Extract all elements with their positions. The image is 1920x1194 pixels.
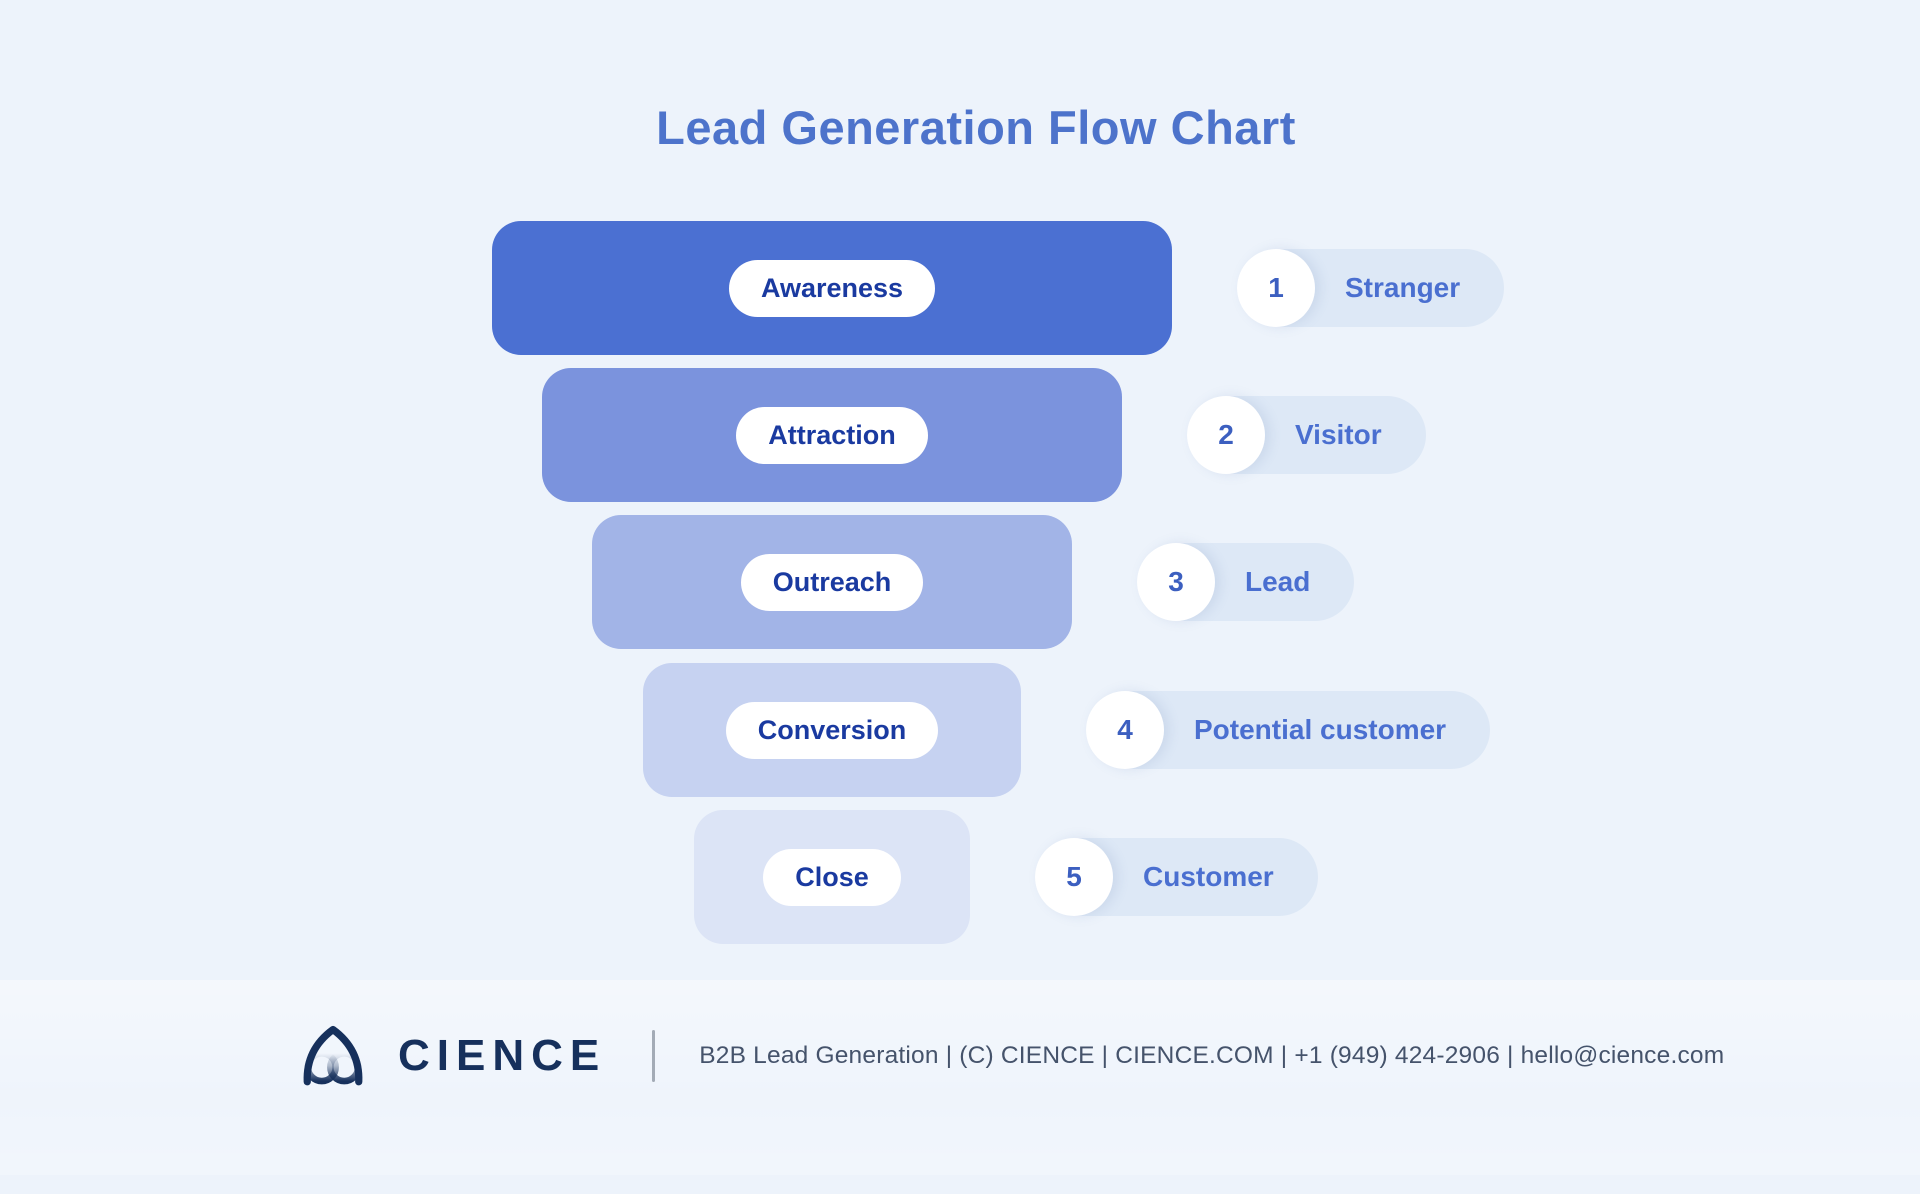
stage-persona-label: Potential customer bbox=[1194, 714, 1447, 745]
stage-number-circle: 3 bbox=[1137, 543, 1215, 621]
stage-persona-badge: 2 Visitor bbox=[1187, 396, 1426, 474]
stage-number-circle: 2 bbox=[1187, 396, 1265, 474]
footer: CIENCE B2B Lead Generation | (C) CIENCE … bbox=[300, 1016, 1724, 1096]
page-title: Lead Generation Flow Chart bbox=[656, 101, 1296, 154]
stage-persona-label: Stranger bbox=[1345, 272, 1461, 303]
stage-persona-label: Lead bbox=[1245, 566, 1311, 597]
funnel-stage-row: Attraction 2 Visitor bbox=[542, 368, 1426, 502]
stage-persona-badge: 3 Lead bbox=[1137, 543, 1355, 621]
funnel-bar: Conversion bbox=[643, 663, 1021, 797]
cience-logo-icon bbox=[303, 1025, 363, 1086]
funnel-stage-row: Close 5 Customer bbox=[694, 810, 1318, 944]
funnel-bar: Attraction bbox=[542, 368, 1122, 502]
stage-persona-label: Visitor bbox=[1295, 419, 1382, 450]
brand-wordmark: CIENCE bbox=[398, 1031, 607, 1080]
funnel-bar: Close bbox=[694, 810, 970, 944]
footer-divider bbox=[652, 1030, 656, 1082]
stage-label-pill: Attraction bbox=[736, 406, 928, 464]
stage-number-circle: 4 bbox=[1086, 691, 1164, 769]
stage-number-circle: 5 bbox=[1035, 838, 1113, 916]
funnel-stage-row: Conversion 4 Potential customer bbox=[643, 663, 1491, 797]
stage-label-pill: Outreach bbox=[740, 553, 924, 611]
stage-number-circle: 1 bbox=[1237, 249, 1315, 327]
stage-label-pill: Conversion bbox=[725, 701, 939, 759]
stage-persona-badge: 4 Potential customer bbox=[1086, 691, 1491, 769]
stage-label-pill: Awareness bbox=[728, 259, 936, 317]
footer-tagline: B2B Lead Generation | (C) CIENCE | CIENC… bbox=[699, 1042, 1725, 1069]
stage-persona-badge: 1 Stranger bbox=[1237, 249, 1505, 327]
funnel-stage-row: Outreach 3 Lead bbox=[592, 515, 1355, 649]
funnel-bar: Outreach bbox=[592, 515, 1072, 649]
stage-persona-badge: 5 Customer bbox=[1035, 838, 1318, 916]
funnel-stage-row: Awareness 1 Stranger bbox=[492, 221, 1505, 355]
stage-label-pill: Close bbox=[763, 848, 901, 906]
funnel-bar: Awareness bbox=[492, 221, 1172, 355]
stage-persona-label: Customer bbox=[1143, 861, 1274, 892]
